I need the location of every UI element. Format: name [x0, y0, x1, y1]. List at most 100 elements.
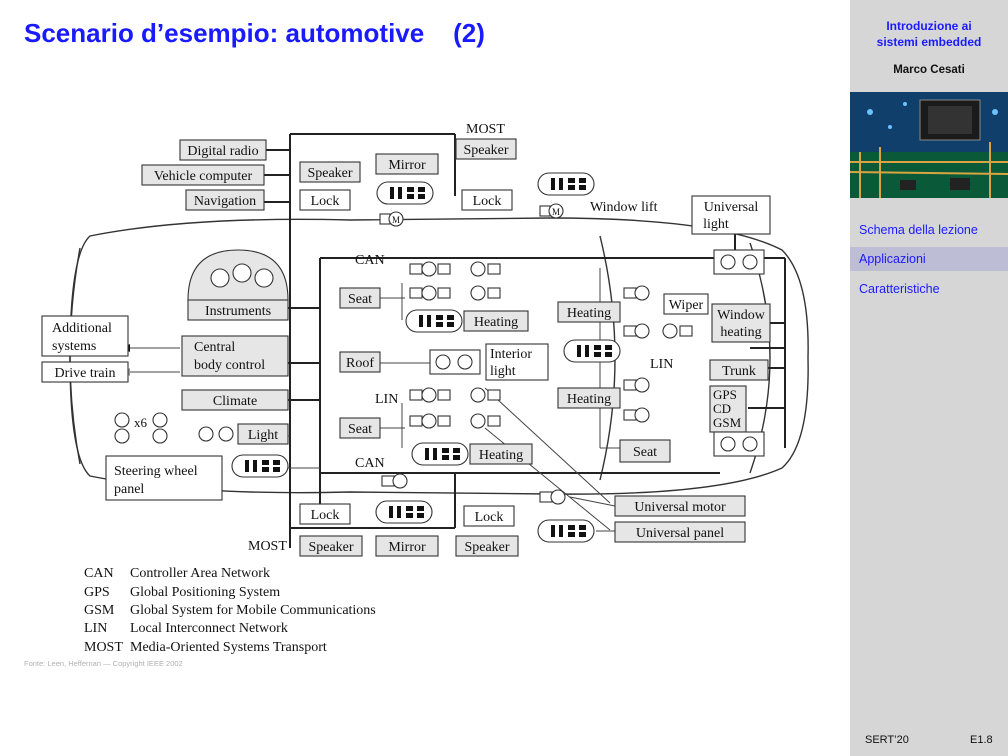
nav-active-highlight	[850, 247, 1008, 271]
seat-upper-label: Seat	[348, 292, 372, 307]
source-note: Fonte: Leen, Heffernan — Copyright IEEE …	[24, 659, 183, 668]
slide-title: Scenario d’esempio: automotive (2)	[24, 18, 485, 48]
legend-desc: Global Positioning System	[130, 585, 280, 600]
course-title-line2: sistemi embedded	[876, 35, 982, 49]
legend-desc: Media-Oriented Systems Transport	[130, 640, 327, 655]
seat-lower-box	[339, 417, 381, 439]
lamp-icon	[429, 349, 481, 375]
seat-motor-row	[409, 387, 501, 429]
fan-icon	[114, 412, 168, 444]
universal-panel-label: Universal panel	[636, 526, 724, 541]
switch-panel-icon	[563, 339, 621, 363]
window-heating-label-1: Window	[717, 308, 766, 323]
navigation-label: Navigation	[194, 194, 256, 209]
lock-bottom-left-label: Lock	[311, 508, 340, 523]
lin-label-left: LIN	[375, 392, 398, 407]
legend-abbr: CAN	[84, 566, 114, 581]
lock-bottom-right-label: Lock	[475, 510, 504, 525]
legend-desc: Local Interconnect Network	[130, 621, 288, 636]
switch-panel-icon	[231, 454, 289, 478]
additional-label-2: systems	[52, 339, 96, 354]
switch-panel-icon	[537, 519, 595, 543]
motor-icon: M	[539, 203, 564, 219]
most-label-top: MOST	[466, 122, 505, 137]
universal-light-label-1: Universal	[704, 200, 759, 215]
drive-train-label: Drive train	[54, 366, 115, 381]
seat-upper-box	[339, 287, 381, 309]
mirror-top-label: Mirror	[388, 158, 426, 173]
additional-label-1: Additional	[52, 321, 112, 336]
most-bus	[255, 133, 456, 548]
speaker-top-left-box	[299, 161, 361, 183]
lamp-icon	[713, 249, 765, 275]
footer-course: SERT’20	[865, 734, 909, 746]
trunk-label: Trunk	[722, 364, 756, 379]
wiper-box	[663, 293, 709, 315]
nav-item-caratteristiche[interactable]: Caratteristiche	[859, 282, 940, 296]
seat-right-label: Seat	[633, 445, 657, 460]
course-title: Introduzione ai sistemi embedded	[850, 18, 1008, 50]
heating-right-top-label: Heating	[567, 306, 611, 321]
motor-icon	[623, 285, 693, 423]
central-label-2: body control	[194, 358, 265, 373]
seat-motor-row	[409, 261, 501, 301]
additional-systems-box	[41, 315, 129, 357]
heating-seat-label: Heating	[474, 315, 518, 330]
climate-box	[181, 389, 289, 411]
interior-light-box	[485, 343, 549, 381]
light-box	[237, 423, 289, 445]
can-label-top: CAN	[355, 253, 385, 268]
switch-panel-icon	[537, 172, 595, 196]
motor-icon: M	[379, 211, 404, 227]
light-label: Light	[248, 428, 278, 443]
most-label-bottom: MOST	[248, 539, 287, 554]
gps-label: GPS	[713, 387, 737, 402]
legend-desc: Controller Area Network	[130, 566, 270, 581]
lock-bottom-left-box	[299, 503, 351, 525]
gsm-label: GSM	[713, 415, 742, 430]
steering-label-1: Steering wheel	[114, 464, 198, 479]
instruments-label: Instruments	[205, 304, 271, 319]
drive-train-box	[41, 361, 129, 383]
switch-panel-icon	[405, 309, 463, 333]
heating-seat-box	[463, 310, 529, 332]
speaker-bottom-left-box	[299, 535, 363, 557]
trunk-box	[709, 359, 769, 381]
author: Marco Cesati	[893, 64, 965, 76]
roof-label: Roof	[346, 356, 374, 371]
navigation-box	[185, 189, 265, 211]
universal-light-box	[691, 195, 771, 235]
legend: CAN Controller Area Network GPS Global P…	[84, 566, 376, 655]
universal-light-label-2: light	[703, 217, 729, 232]
roof-box	[339, 351, 381, 373]
lock-top-left-label: Lock	[311, 194, 340, 209]
steering-label-2: panel	[114, 482, 144, 497]
automotive-network-diagram: Digital radio Vehicle computer Navigatio…	[41, 122, 809, 655]
circuit-board-image	[850, 92, 1008, 198]
lock-top-right-box	[461, 189, 513, 211]
lock-top-left-box	[299, 189, 351, 211]
speaker-top-left-label: Speaker	[307, 166, 352, 181]
switch-panel-icon	[375, 500, 433, 524]
lamp-icon	[713, 431, 765, 457]
universal-motor-label: Universal motor	[634, 500, 726, 515]
universal-motor-box	[614, 495, 746, 517]
can-bus	[288, 228, 786, 508]
vehicle-computer-box	[141, 164, 265, 186]
heating-lower-box	[469, 443, 533, 465]
x6-label: x6	[134, 415, 148, 430]
heating-lower-label: Heating	[479, 448, 523, 463]
speaker-top-right-box	[455, 138, 517, 160]
instruments-box	[187, 299, 289, 321]
nav-item-schema[interactable]: Schema della lezione	[859, 223, 978, 237]
svg-text:M: M	[392, 215, 400, 225]
seat-right-box	[619, 439, 671, 463]
lock-bottom-right-box	[463, 505, 515, 527]
lin-label-right: LIN	[650, 357, 673, 372]
nav-item-applicazioni[interactable]: Applicazioni	[859, 252, 926, 266]
course-title-line1: Introduzione ai	[886, 19, 972, 33]
steering-wheel-panel-box	[105, 455, 223, 501]
legend-abbr: GSM	[84, 603, 115, 618]
window-lift-label: Window lift	[590, 200, 658, 215]
legend-abbr: GPS	[84, 585, 110, 600]
